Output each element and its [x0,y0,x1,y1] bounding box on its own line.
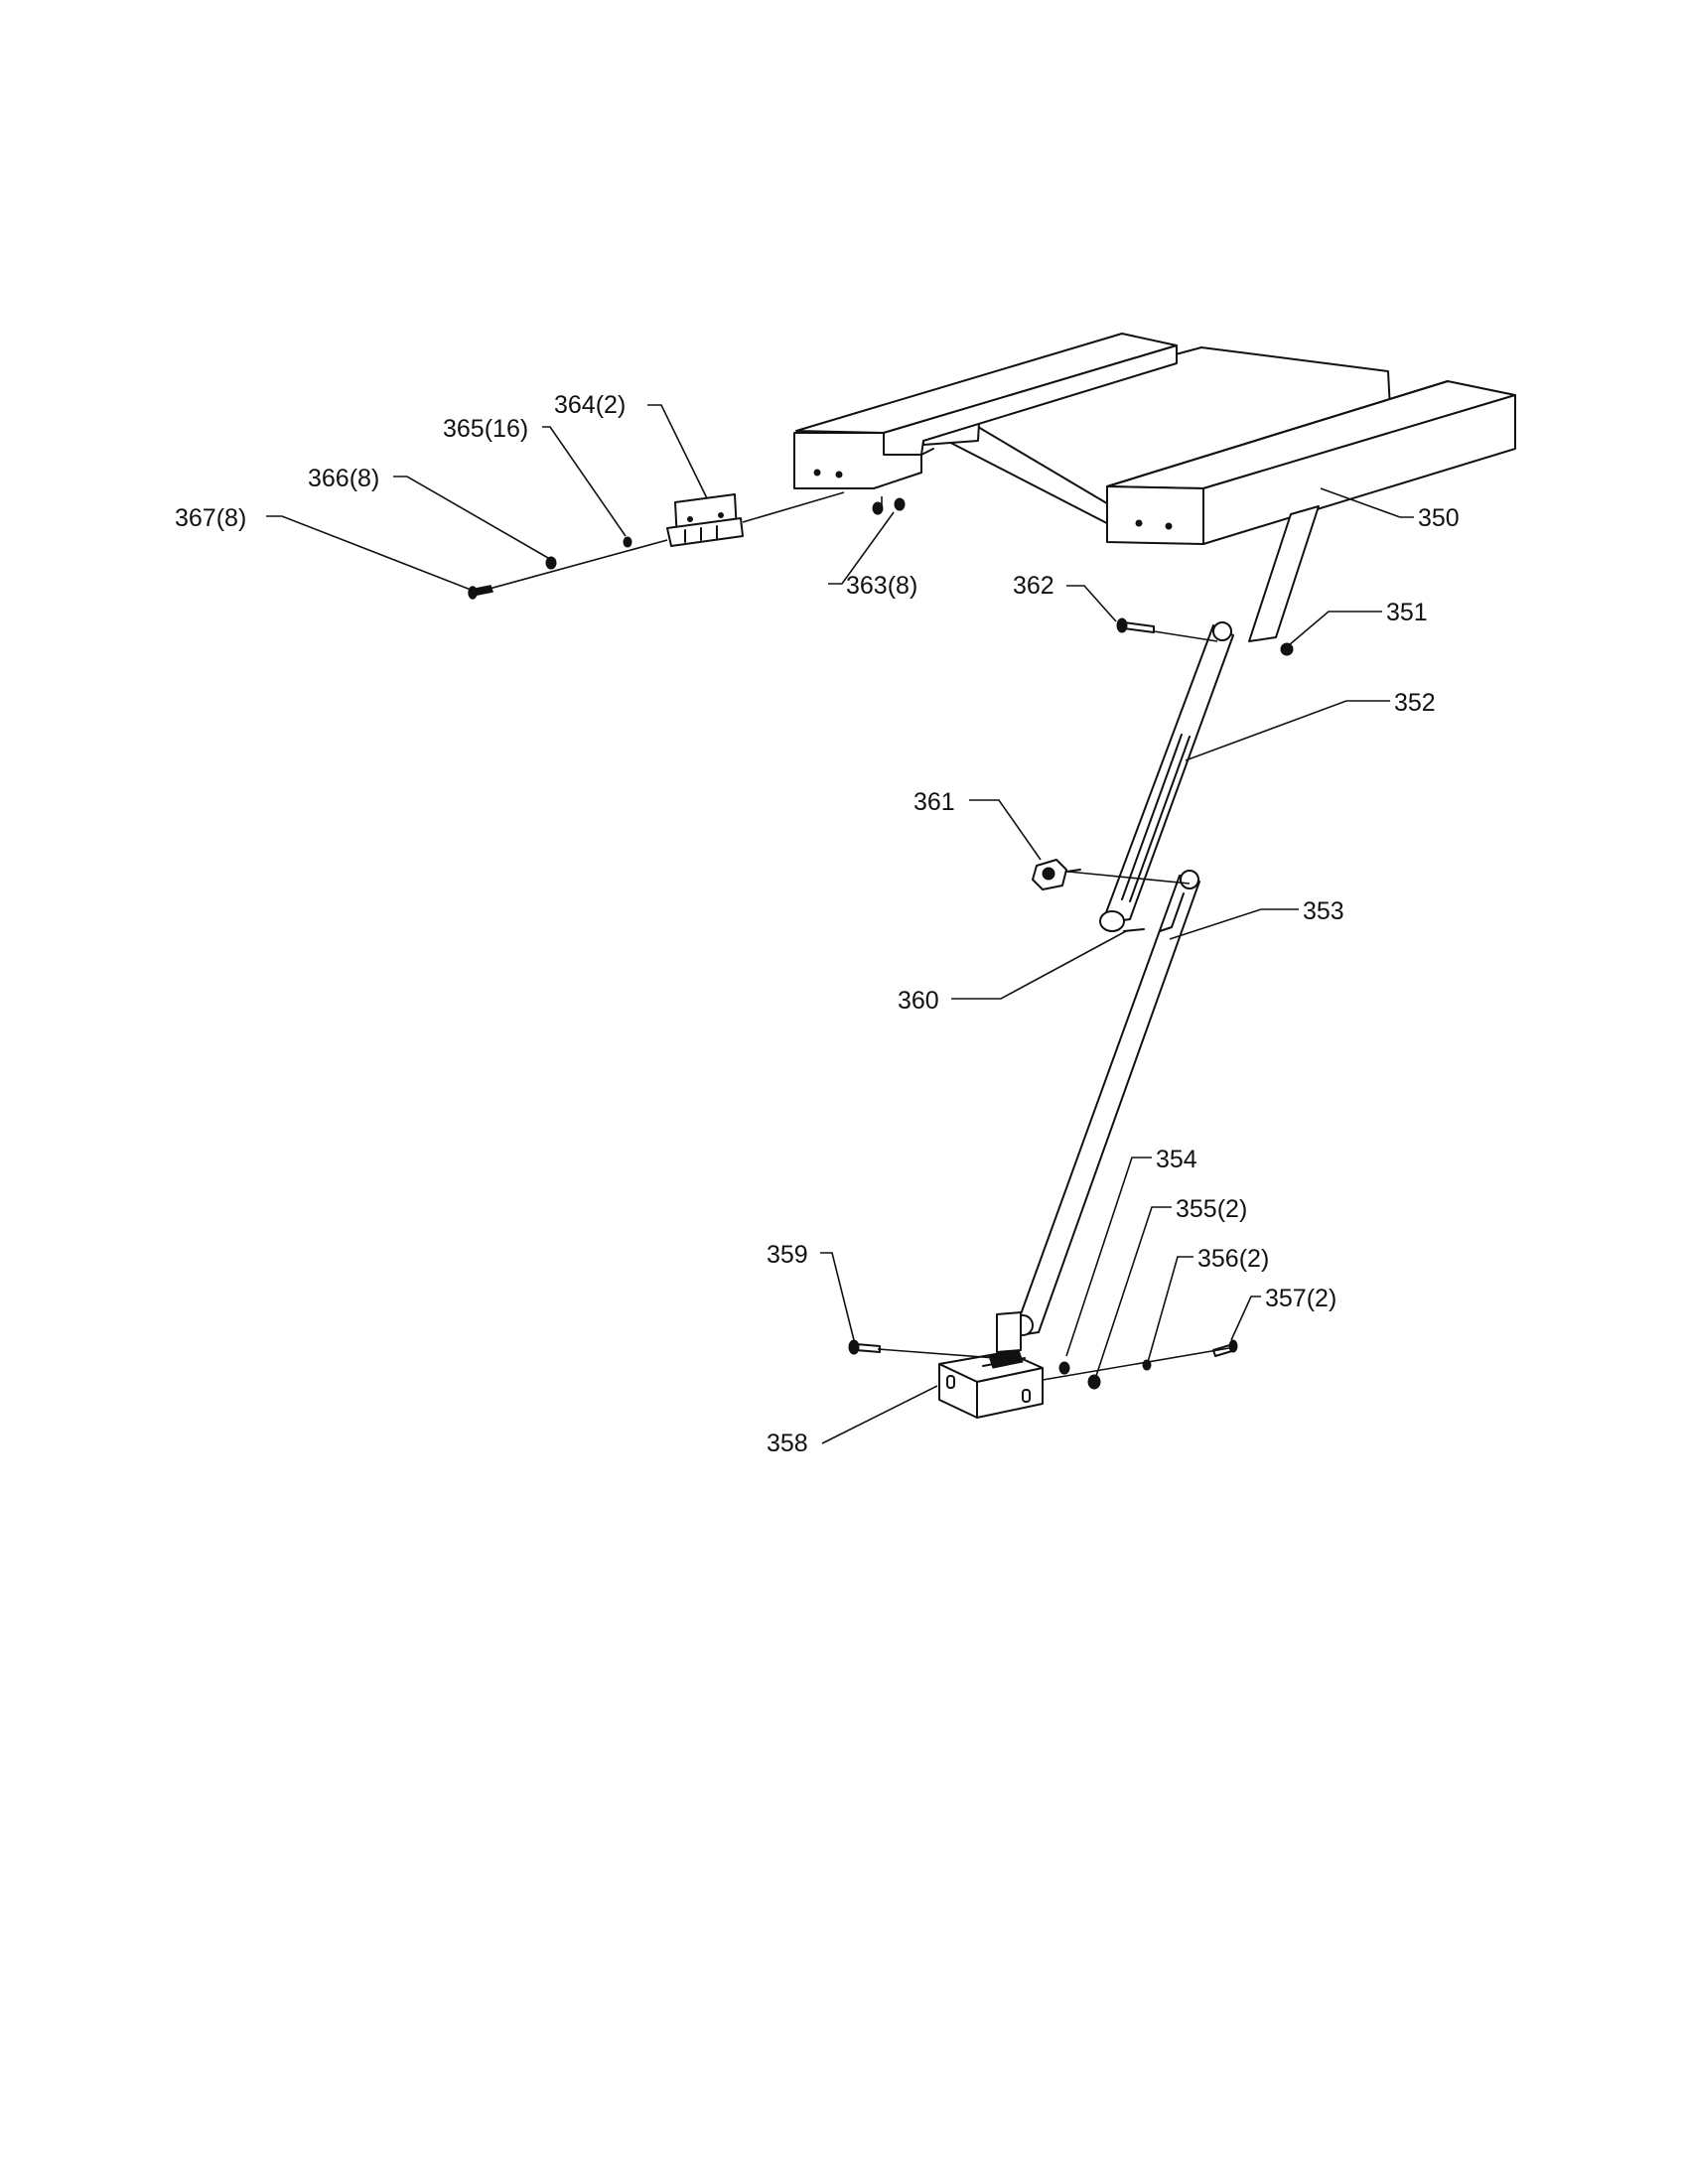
callout-365: 365(16) [443,415,528,443]
callout-350: 350 [1418,504,1460,532]
part-352-upper-arm [1099,621,1234,932]
assembly-axis-lines [478,491,1230,1381]
part-callouts: 350 351 352 353 354 355(2) 356(2) 357(2)… [175,391,1460,1457]
part-350-extension-table [793,333,1516,642]
callout-360: 360 [898,987,939,1015]
callout-356: 356(2) [1197,1245,1269,1273]
callout-364: 364(2) [554,391,626,419]
part-353-lower-arm [1012,870,1200,1337]
callout-361: 361 [913,788,955,816]
callout-367: 367(8) [175,504,246,532]
callout-353: 353 [1303,897,1344,925]
callout-362: 362 [1013,572,1054,600]
part-364-hinge [666,493,744,547]
callout-357: 357(2) [1265,1285,1336,1312]
callout-leaders [266,404,1414,1444]
callout-359: 359 [767,1241,808,1269]
callout-354: 354 [1156,1146,1197,1173]
part-hardware [468,497,1294,1390]
callout-366: 366(8) [308,465,379,492]
part-358-base-bracket [938,1311,1044,1419]
callout-355: 355(2) [1176,1195,1247,1223]
callout-352: 352 [1394,689,1436,717]
callout-351: 351 [1386,599,1428,626]
callout-363: 363(8) [846,572,917,600]
callout-358: 358 [767,1430,808,1457]
